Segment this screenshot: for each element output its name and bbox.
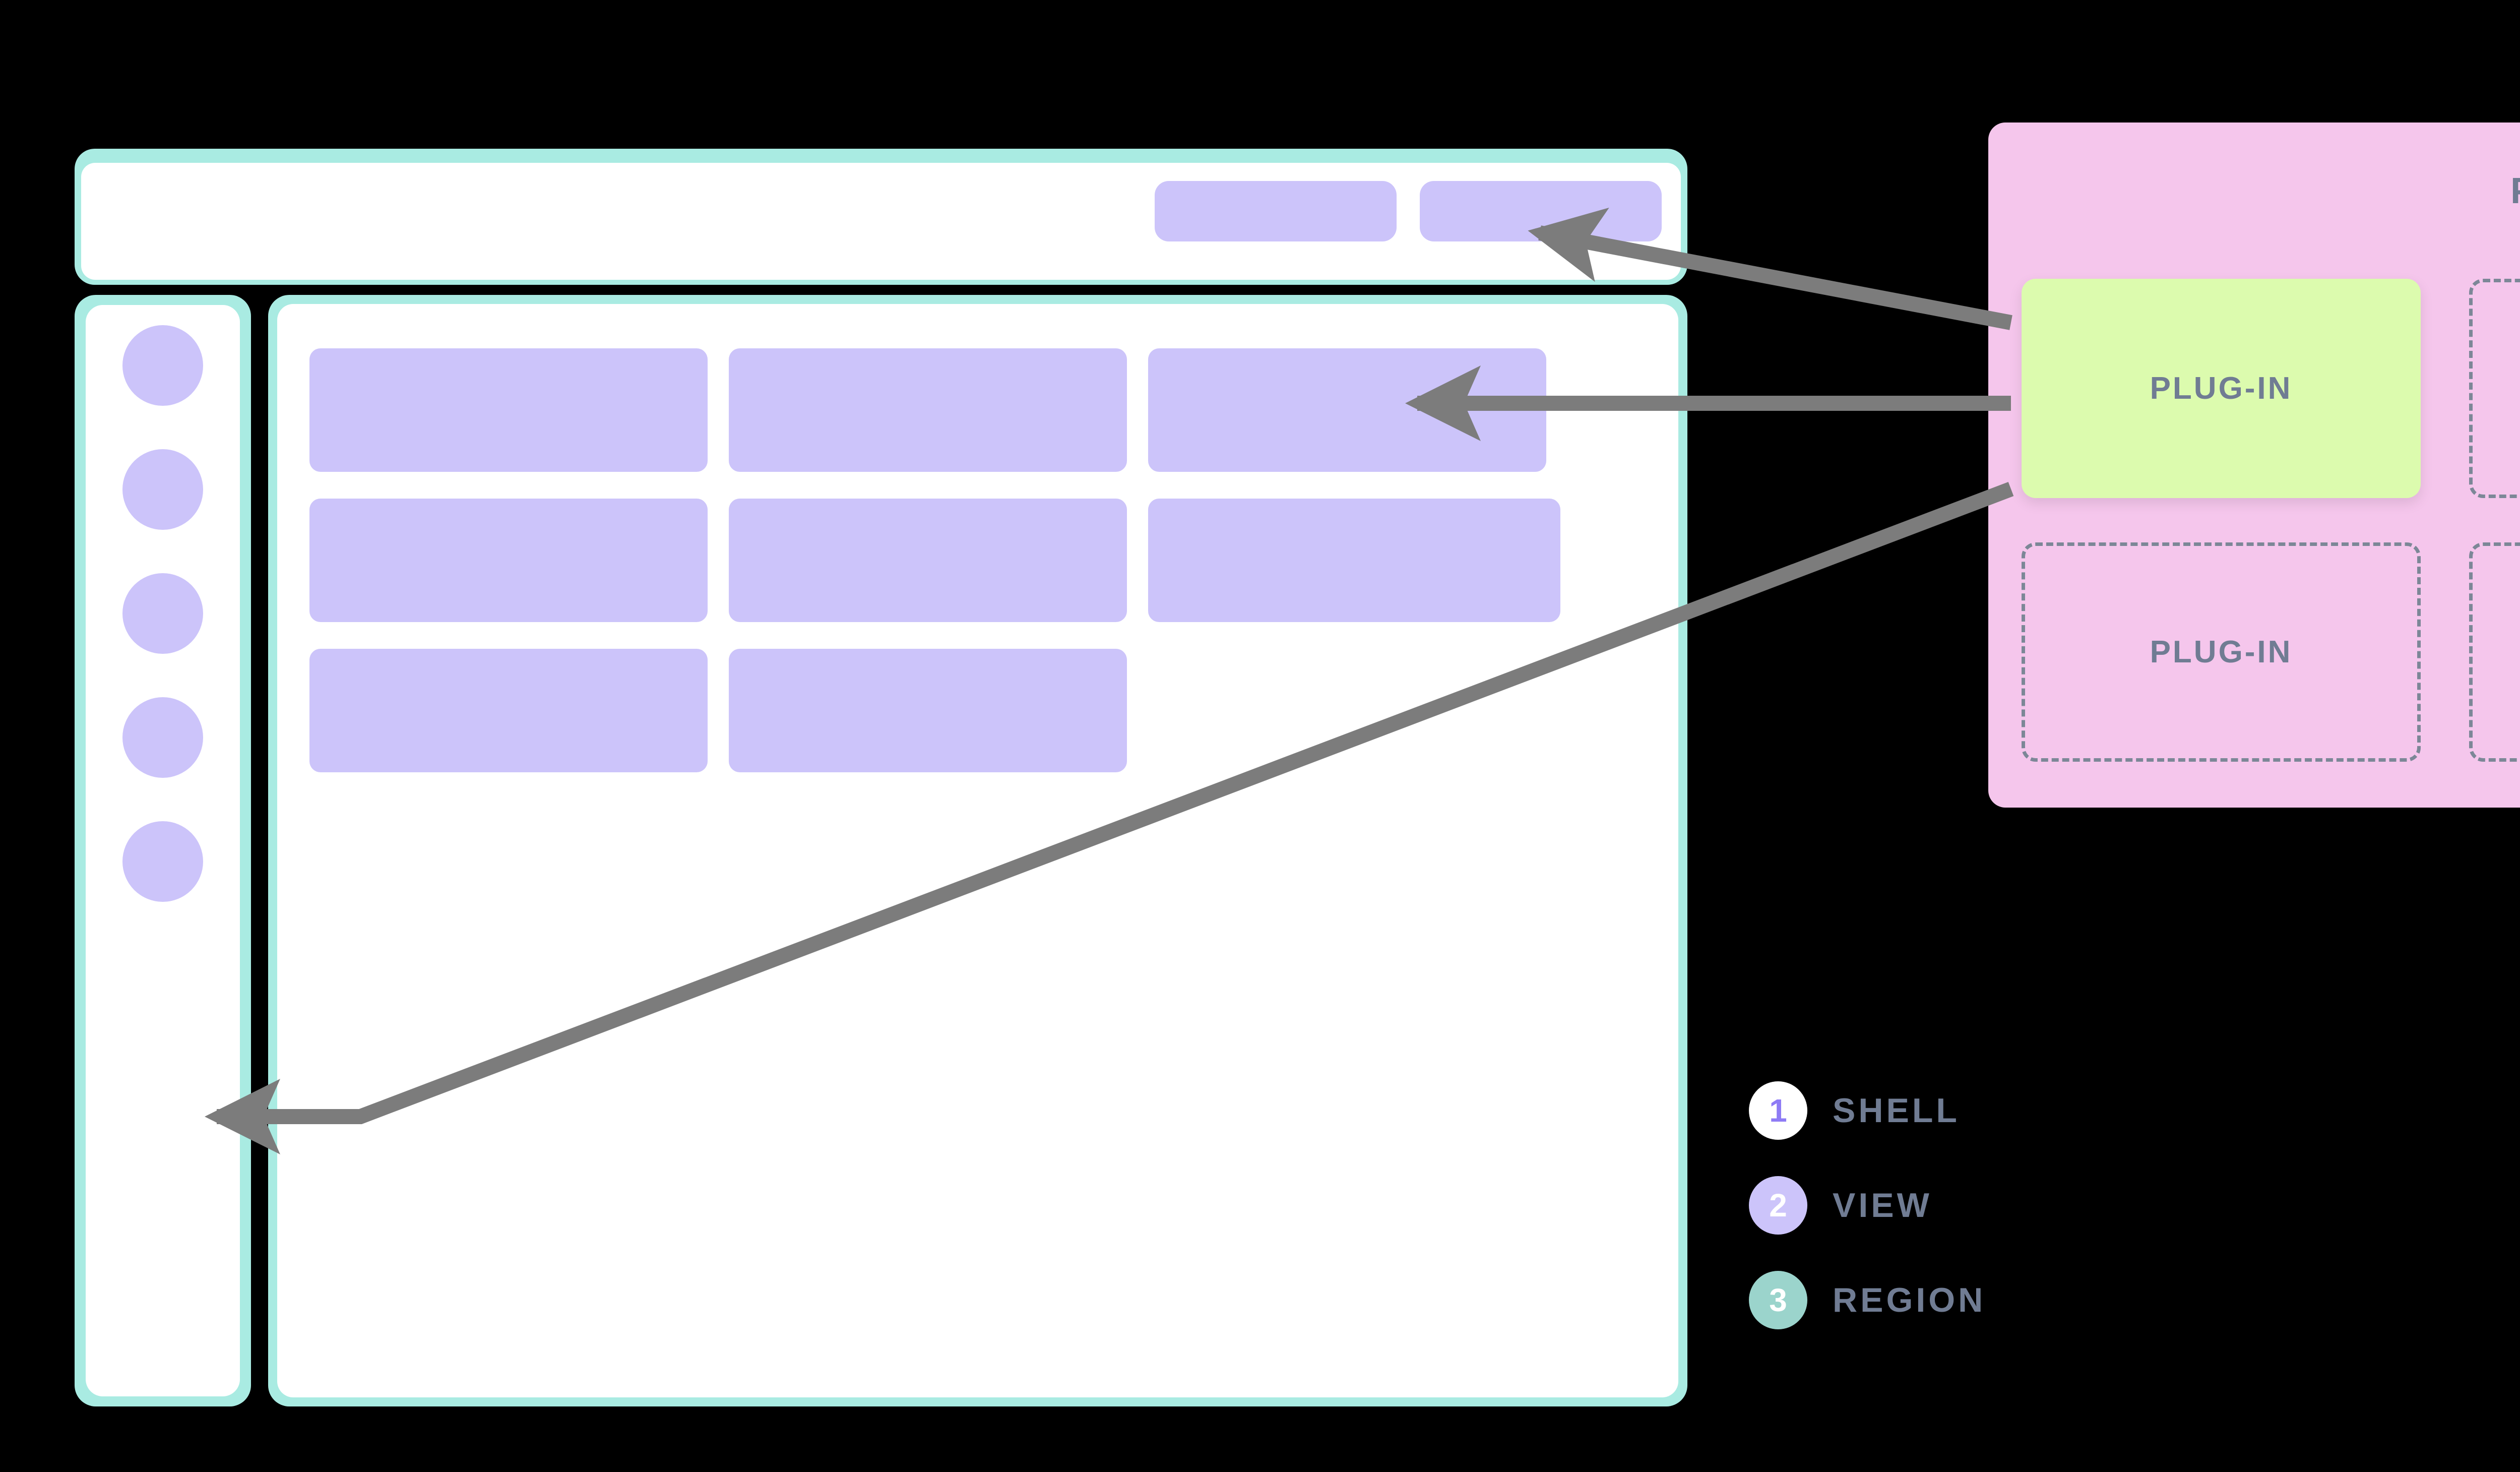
view-card-6[interactable]	[1148, 499, 1560, 622]
nav-dot-1[interactable]	[122, 325, 203, 406]
plugin-tile-2[interactable]: PLUG-IN	[2469, 279, 2520, 498]
view-card-8[interactable]	[729, 649, 1127, 772]
legend-item-shell: 1 SHELL	[1749, 1081, 1986, 1140]
nav-dot-3[interactable]	[122, 573, 203, 654]
nav-dot-5[interactable]	[122, 821, 203, 902]
toolbar-button-1[interactable]	[1155, 181, 1397, 241]
plugin-store-panel: PLUG-IN STORE PLUG-IN PLUG-IN PLUG-IN PL…	[1988, 122, 2520, 808]
view-card-4[interactable]	[309, 499, 708, 622]
nav-dot-4[interactable]	[122, 697, 203, 778]
main-surface	[277, 304, 1678, 1397]
legend-item-region: 3 REGION	[1749, 1271, 1986, 1329]
plugin-tile-grid: PLUG-IN PLUG-IN PLUG-IN PLUG-IN PLUG-IN …	[2022, 279, 2520, 762]
view-card-1[interactable]	[309, 348, 708, 472]
legend: 1 SHELL 2 VIEW 3 REGION	[1749, 1081, 1986, 1329]
plugin-store-title: PLUG-IN STORE	[1988, 170, 2520, 212]
view-card-5[interactable]	[729, 499, 1127, 622]
sidebar-item-list	[86, 325, 240, 902]
toolbar-button-2[interactable]	[1420, 181, 1662, 241]
header-region-frame	[75, 149, 1687, 285]
main-region-frame	[268, 295, 1687, 1406]
plugin-tile-5[interactable]: PLUG-IN	[2469, 542, 2520, 762]
legend-badge-1: 1	[1749, 1081, 1807, 1140]
view-card-grid	[309, 348, 1640, 772]
legend-label-view: VIEW	[1833, 1186, 1932, 1224]
sidebar-surface	[86, 305, 240, 1396]
app-shell	[75, 149, 1687, 1406]
plugin-tile-4[interactable]: PLUG-IN	[2022, 542, 2421, 762]
legend-badge-3: 3	[1749, 1271, 1807, 1329]
view-card-2[interactable]	[729, 348, 1127, 472]
view-card-7[interactable]	[309, 649, 708, 772]
plugin-tile-1[interactable]: PLUG-IN	[2022, 279, 2421, 498]
header-surface	[81, 163, 1681, 280]
nav-dot-2[interactable]	[122, 449, 203, 530]
sidebar-region-frame	[75, 295, 251, 1406]
toolbar-button-group	[1155, 181, 1662, 241]
legend-badge-2: 2	[1749, 1176, 1807, 1235]
view-card-3[interactable]	[1148, 348, 1546, 472]
legend-item-view: 2 VIEW	[1749, 1176, 1986, 1235]
legend-label-region: REGION	[1833, 1281, 1986, 1319]
legend-label-shell: SHELL	[1833, 1091, 1960, 1130]
